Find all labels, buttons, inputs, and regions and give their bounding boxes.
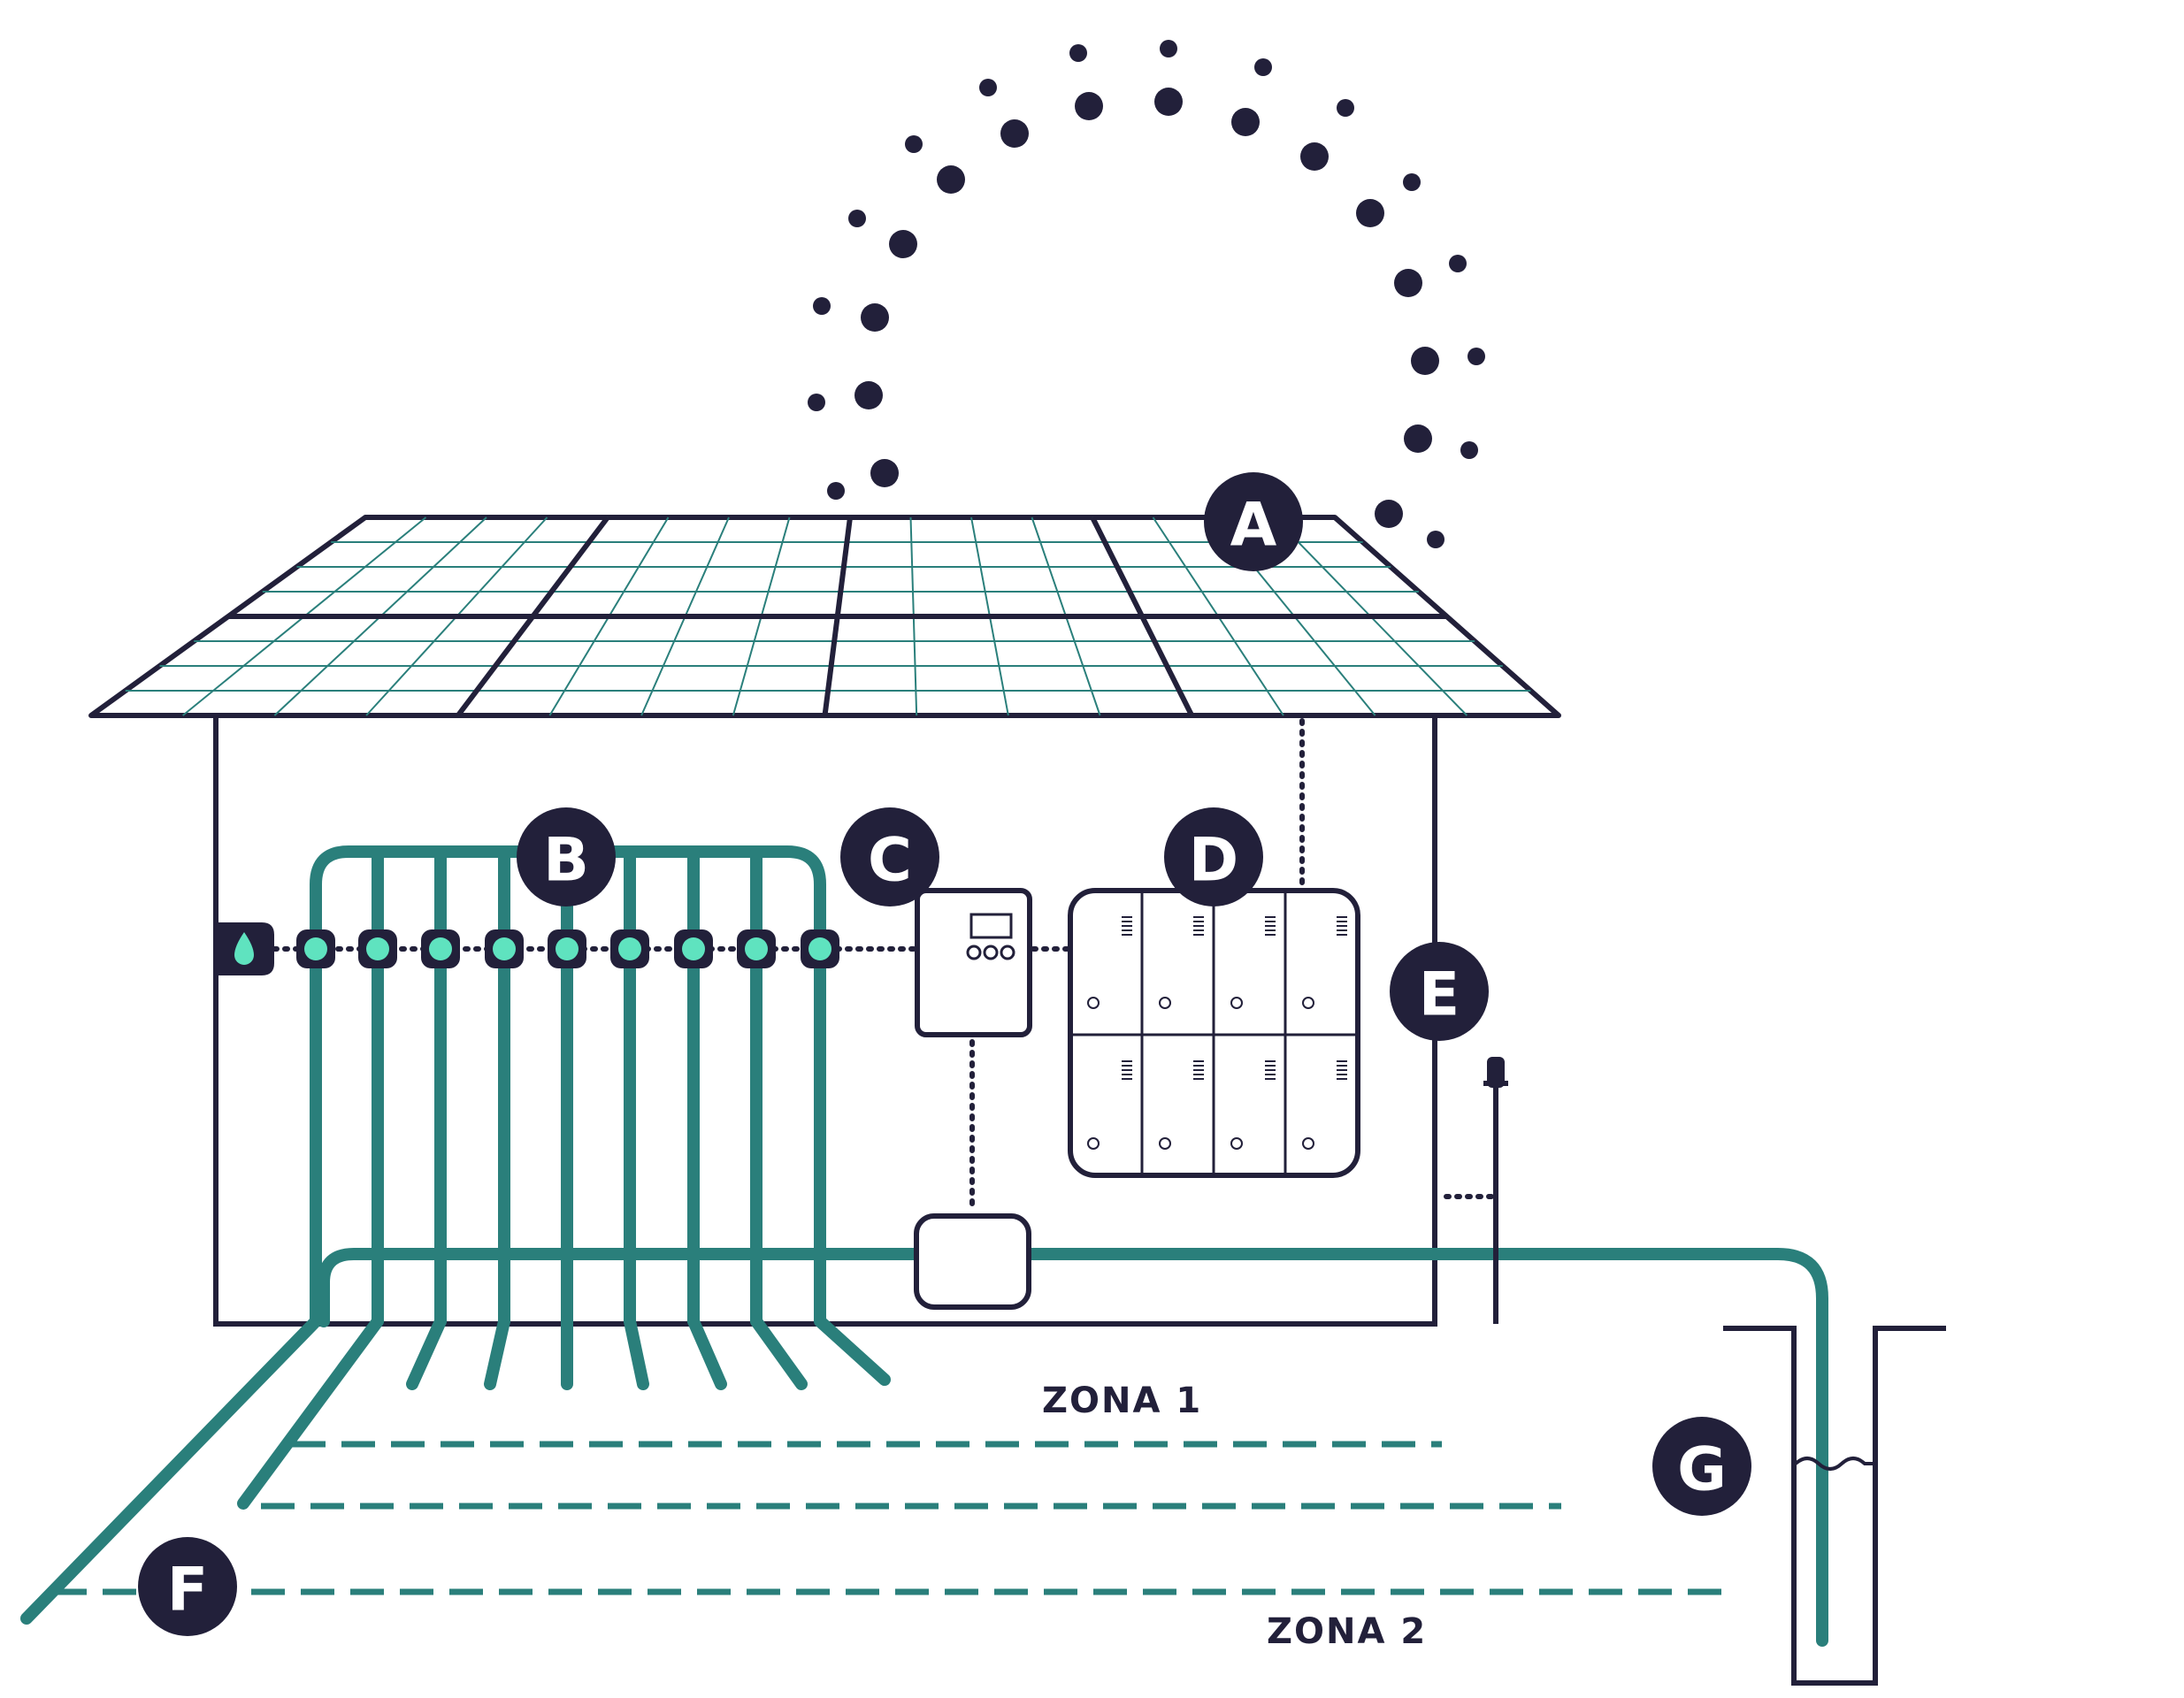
badge-b-text: B xyxy=(543,826,589,896)
sensor-icon xyxy=(1444,1057,1508,1324)
valve-icon xyxy=(610,929,649,968)
water-drop-icon xyxy=(218,922,274,975)
sun-icon xyxy=(808,40,1485,548)
sun-dot xyxy=(889,230,917,258)
badge-a-text: A xyxy=(1230,491,1277,561)
sun-dot xyxy=(1449,255,1467,272)
sun-dot xyxy=(1375,500,1403,528)
badge-a: A xyxy=(1204,472,1303,571)
sun-dot xyxy=(1404,424,1432,453)
badge-c-text: C xyxy=(868,826,912,896)
valve-icon xyxy=(485,929,524,968)
sun-dot xyxy=(1154,88,1183,116)
zone-lines xyxy=(53,1441,1725,1595)
valves xyxy=(296,929,839,968)
sun-dot xyxy=(1427,531,1445,548)
badge-g-text: G xyxy=(1677,1435,1727,1505)
sun-dot xyxy=(1000,119,1029,148)
well-icon xyxy=(1723,1326,1946,1686)
sun-dot xyxy=(1356,199,1384,227)
sun-dot xyxy=(1254,58,1272,76)
sun-dot xyxy=(813,297,831,315)
drip-line xyxy=(484,1315,510,1390)
sun-dot xyxy=(1403,173,1421,191)
sun-dot xyxy=(1300,142,1329,171)
sun-dot xyxy=(1460,441,1478,459)
sun-dot xyxy=(1337,99,1354,117)
valve-icon xyxy=(548,929,586,968)
badge-e-text: E xyxy=(1419,960,1460,1030)
valve-icon xyxy=(801,929,839,968)
drip-line xyxy=(624,1315,649,1390)
battery-icon xyxy=(1068,888,1360,1178)
drip-line xyxy=(687,1315,727,1390)
valve-icon xyxy=(421,929,460,968)
badge-d: D xyxy=(1164,807,1263,906)
solar-panel-frame xyxy=(228,516,1447,717)
pump-box xyxy=(914,1213,1031,1310)
controller-icon xyxy=(915,888,1032,1037)
sun-dot xyxy=(1231,108,1260,136)
zone-1-label: ZONA 1 xyxy=(1042,1381,1202,1421)
sun-dot xyxy=(1411,347,1439,375)
sun-dot xyxy=(861,303,889,332)
sun-dot xyxy=(905,135,923,153)
sun-dot xyxy=(1467,348,1485,365)
badge-g: G xyxy=(1652,1417,1751,1516)
valve-icon xyxy=(674,929,713,968)
sun-dot xyxy=(979,79,997,96)
sun-dot xyxy=(1075,92,1103,120)
badge-f: F xyxy=(138,1537,237,1636)
sun-dot xyxy=(1160,40,1177,57)
badge-d-text: D xyxy=(1189,826,1238,896)
badge-e: E xyxy=(1390,942,1489,1041)
sun-dot xyxy=(848,210,866,227)
sun-dot xyxy=(937,165,965,194)
sun-dot xyxy=(827,482,845,500)
badge-c: C xyxy=(840,807,939,906)
valve-icon xyxy=(296,929,335,968)
valve-icon xyxy=(737,929,776,968)
valve-icon xyxy=(358,929,397,968)
solar-roof xyxy=(88,515,1561,718)
drip-line xyxy=(750,1315,808,1390)
sun-dot xyxy=(854,381,883,409)
badge-b: B xyxy=(517,807,616,906)
zone-2-label: ZONA 2 xyxy=(1267,1611,1427,1652)
sun-dot xyxy=(808,394,825,411)
sun-dot xyxy=(870,459,899,487)
badge-f-text: F xyxy=(167,1556,208,1625)
drip-line xyxy=(406,1315,447,1390)
sun-dot xyxy=(1069,44,1087,62)
sun-dot xyxy=(1394,269,1422,297)
